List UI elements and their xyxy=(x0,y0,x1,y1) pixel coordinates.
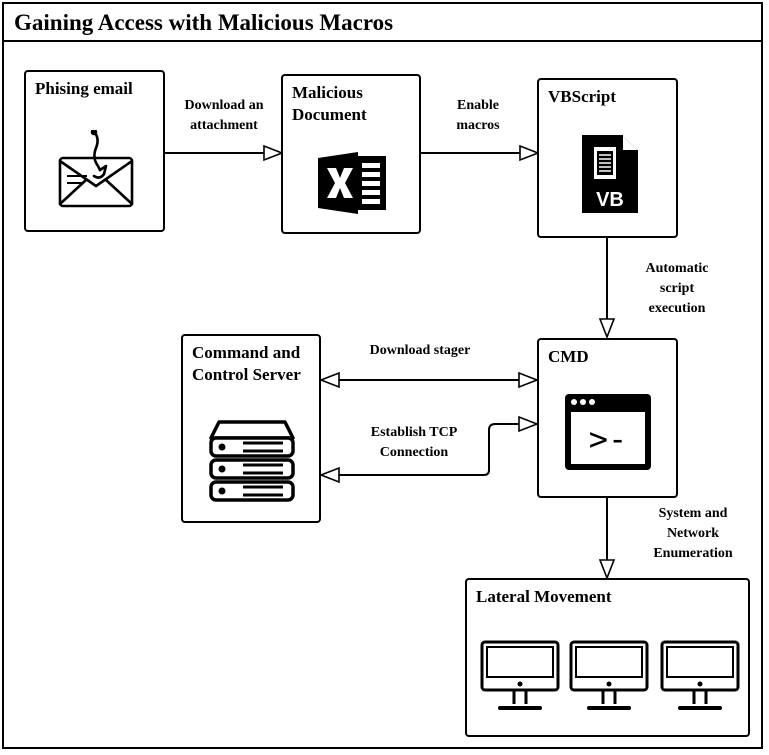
monitor-icon xyxy=(480,640,560,710)
arrowhead xyxy=(318,371,340,389)
edge-label-establish-tcp: Establish TCP Connection xyxy=(352,423,476,463)
edge-label-line: System and xyxy=(658,506,728,521)
node-malicious-document: Malicious Document xyxy=(281,74,421,234)
edge-label-line: script xyxy=(659,281,695,296)
title-bar: Gaining Access with Malicious Macros xyxy=(2,2,763,42)
edge-label-line: Download an xyxy=(184,98,264,113)
arrowhead xyxy=(318,466,340,484)
edge-label-enumeration: System and Network Enumeration xyxy=(640,504,746,564)
excel-icon xyxy=(318,152,386,214)
arrowhead xyxy=(518,415,540,433)
edge-label-download-attachment: Download an attachment xyxy=(172,96,276,136)
page-title: Gaining Access with Malicious Macros xyxy=(14,10,394,35)
arrowhead xyxy=(263,144,285,162)
node-label-line: Command and xyxy=(192,343,301,362)
arrowhead xyxy=(598,318,616,340)
arrowhead xyxy=(519,144,541,162)
server-icon xyxy=(209,420,295,502)
arrowhead xyxy=(598,559,616,581)
node-lateral-movement: Lateral Movement xyxy=(465,578,750,737)
node-cmd: CMD >- xyxy=(537,338,678,498)
phishing-email-icon xyxy=(58,130,134,208)
node-label: VBScript xyxy=(548,87,616,106)
edge-label-enable-macros: Enable macros xyxy=(436,96,520,136)
node-label: Command and Control Server xyxy=(192,342,301,386)
edge-label-line: Enable xyxy=(456,98,499,113)
node-label-line: Control Server xyxy=(192,365,301,384)
node-label: Phising email xyxy=(35,79,133,98)
vb-icon-text: VB xyxy=(596,189,624,211)
node-label-line: Document xyxy=(292,105,367,124)
edge-label-line: Download stager xyxy=(369,343,471,358)
edge-label-download-stager: Download stager xyxy=(349,341,491,361)
node-label: Malicious Document xyxy=(292,82,367,126)
edge-label-line: execution xyxy=(648,301,706,316)
terminal-prompt: >- xyxy=(589,420,628,458)
edge-label-line: Connection xyxy=(379,445,449,460)
node-vbscript: VBScript VB xyxy=(537,78,678,238)
edge-label-line: macros xyxy=(456,118,500,133)
node-label: Lateral Movement xyxy=(476,587,612,606)
vb-file-icon: VB xyxy=(582,135,638,213)
arrowhead xyxy=(518,371,540,389)
edge-label-line: Enumeration xyxy=(653,546,733,561)
monitor-icon xyxy=(569,640,649,710)
edge-label-line: Establish TCP xyxy=(370,425,458,440)
edge-tcp xyxy=(336,423,522,476)
node-label: CMD xyxy=(548,347,589,366)
edge-label-line: Network xyxy=(666,526,720,541)
node-label-line: Malicious xyxy=(292,83,363,102)
edge-label-line: attachment xyxy=(190,118,258,133)
node-phishing-email: Phising email xyxy=(24,70,165,232)
terminal-icon: >- xyxy=(565,394,651,470)
edge-label-auto-exec: Automatic script execution xyxy=(628,259,726,319)
edge-label-line: Automatic xyxy=(645,261,709,276)
monitor-icon xyxy=(660,640,740,710)
node-c2-server: Command and Control Server xyxy=(181,334,321,523)
